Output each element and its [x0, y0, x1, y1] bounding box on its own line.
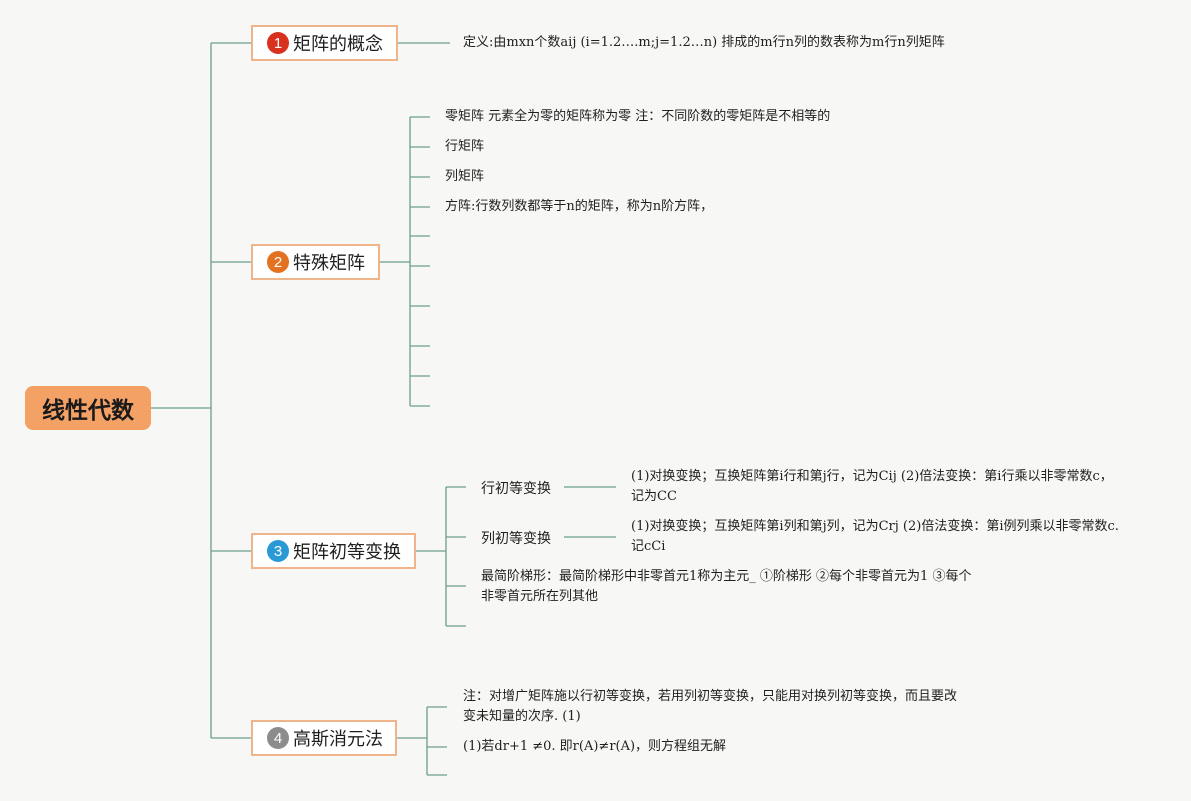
root-topic[interactable]: 线性代数 — [25, 386, 151, 430]
root-topic-label: 线性代数 — [42, 398, 134, 424]
branch-label: 矩阵初等变换 — [293, 542, 401, 563]
branch-2-leaf-ticks — [410, 116, 430, 407]
leaf-square-matrix[interactable]: 方阵:行数列数都等于n的矩阵，称为n阶方阵， — [445, 199, 714, 214]
branch-3-detail-lines — [564, 486, 616, 538]
branch-special-matrices[interactable]: 2 特殊矩阵 — [251, 244, 380, 280]
leaf-column-matrix[interactable]: 列矩阵 — [445, 169, 485, 184]
branch-label: 特殊矩阵 — [293, 253, 365, 274]
sub-row-transformation[interactable]: 行初等变换 — [481, 481, 551, 497]
branch-matrix-concept[interactable]: 1 矩阵的概念 — [251, 25, 398, 61]
branch-3-leaf-ticks — [446, 486, 466, 627]
number-badge: 4 — [267, 727, 289, 749]
branch-elementary-transformations[interactable]: 3 矩阵初等变换 — [251, 533, 416, 569]
leaf-augmented-matrix-note[interactable]: 注：对增广矩阵施以行初等变换，若用列初等变换，只能用对换列初等变换，而且要改变未… — [463, 689, 958, 724]
number-badge: 2 — [267, 251, 289, 273]
detail-column-transformation[interactable]: (1)对换变换；互换矩阵第i列和第j列，记为Crj (2)倍法变换：第i例列乘以… — [631, 519, 1119, 554]
leaf-no-solution-condition[interactable]: (1)若dr+1 ≠0. 即r(A)≠r(A)，则方程组无解 — [463, 739, 727, 754]
branch-gaussian-elimination[interactable]: 4 高斯消元法 — [251, 720, 397, 756]
sub-column-transformation[interactable]: 列初等变换 — [481, 531, 551, 547]
number-badge: 3 — [267, 540, 289, 562]
branch-4-leaf-ticks — [427, 706, 447, 776]
detail-row-transformation[interactable]: (1)对换变换；互换矩阵第i行和第j行，记为Cij (2)倍法变换：第i行乘以非… — [631, 469, 1113, 504]
branch-label: 高斯消元法 — [293, 729, 383, 750]
leaf-reduced-echelon-form[interactable]: 最简阶梯形：最简阶梯形中非零首元1称为主元_ ①阶梯形 ②每个非零首元为1 ③每… — [481, 569, 972, 604]
number-badge: 1 — [267, 32, 289, 54]
leaf-zero-matrix[interactable]: 零矩阵 元素全为零的矩阵称为零 注：不同阶数的零矩阵是不相等的 — [445, 109, 831, 124]
leaf-row-matrix[interactable]: 行矩阵 — [445, 139, 485, 154]
branch-label: 矩阵的概念 — [293, 34, 383, 55]
leaf-matrix-definition[interactable]: 定义:由mxn个数aij (i=1.2….m;j=1.2…n) 排成的m行n列的… — [463, 35, 945, 50]
